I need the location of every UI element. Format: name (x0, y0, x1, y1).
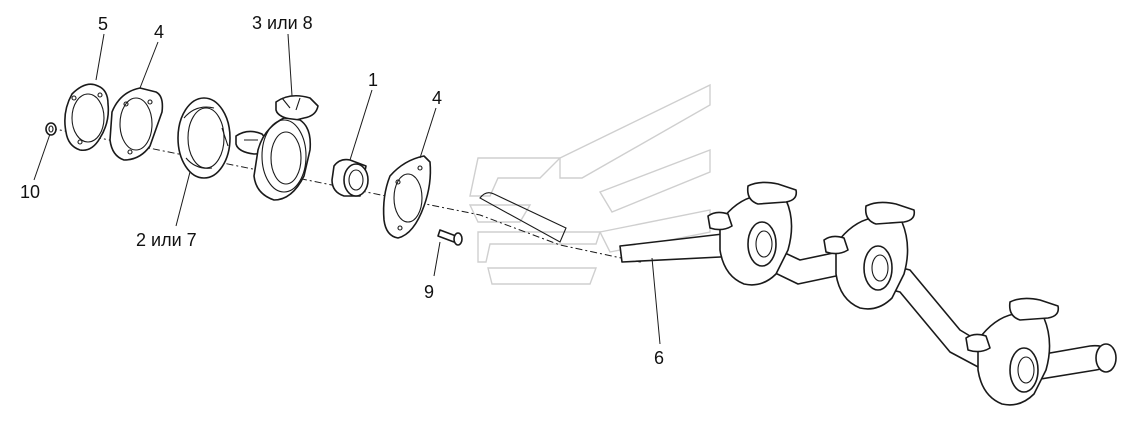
watermark-logo (468, 83, 711, 285)
callout-3-or-8: 3 или 8 (252, 13, 313, 33)
leader-4-left (139, 41, 159, 89)
leader-5 (95, 33, 105, 81)
leader-4-right (419, 107, 437, 159)
callout-5: 5 (98, 14, 108, 34)
leader-10 (33, 133, 51, 181)
leader-6 (651, 257, 661, 345)
part-1-bushing (331, 158, 369, 197)
callout-2-or-7: 2 или 7 (136, 230, 197, 250)
part-4-flange-left (109, 87, 164, 161)
callout-1: 1 (368, 70, 378, 90)
part-2-or-7-ring (177, 97, 231, 179)
leader-lines (33, 33, 661, 345)
leader-9 (433, 241, 441, 277)
part-5-gasket (64, 83, 110, 152)
callout-10: 10 (20, 182, 40, 202)
callout-9: 9 (424, 282, 434, 302)
callout-6: 6 (654, 348, 664, 368)
part-10-nut (45, 122, 57, 136)
part-9-bolt (437, 229, 463, 246)
part-3-or-8-bracket (235, 94, 319, 201)
callout-4-left: 4 (154, 22, 164, 42)
part-6-shaft (479, 181, 1117, 406)
leader-1 (349, 89, 373, 161)
callout-4-right: 4 (432, 88, 442, 108)
part-4-flange-right (382, 155, 432, 239)
leader-3-or-8 (287, 33, 293, 97)
leader-2-or-7 (175, 171, 191, 227)
